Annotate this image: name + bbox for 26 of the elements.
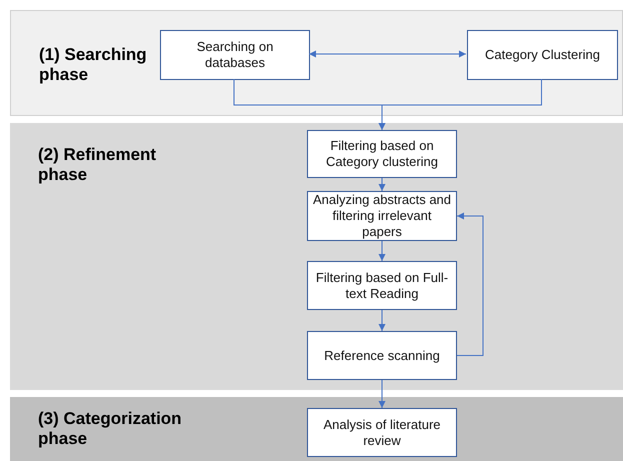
step-text: Analysis of literature review	[322, 416, 442, 448]
process-box	[307, 408, 457, 457]
process-box	[160, 30, 310, 80]
phase-band	[10, 397, 623, 461]
step-text: Filtering based on Full-text Reading	[314, 270, 450, 302]
step-text: Searching on databases	[196, 39, 274, 71]
step-text: Reference scanning	[323, 348, 441, 364]
step-text: Analyzing abstracts and filtering irrelevant papers	[312, 192, 452, 240]
step-text: Category Clustering	[484, 47, 601, 63]
process-box	[467, 30, 618, 80]
arrow	[456, 212, 484, 356]
arrow	[378, 178, 386, 192]
phase-heading: (2) Refinement phase	[38, 145, 158, 185]
arrow	[378, 78, 542, 130]
process-box	[307, 261, 457, 310]
process-box	[307, 331, 457, 380]
phase-heading: (3) Categorization phase	[38, 409, 183, 449]
process-box	[307, 130, 457, 178]
phase-band	[10, 123, 623, 390]
arrow	[378, 240, 386, 262]
phase-heading: (1) Searching phase	[39, 45, 148, 85]
arrow	[378, 310, 386, 332]
arrow	[308, 50, 466, 58]
step-text: Filtering based on Category clustering	[325, 138, 439, 170]
arrow	[378, 380, 386, 408]
phase-band	[10, 10, 623, 116]
